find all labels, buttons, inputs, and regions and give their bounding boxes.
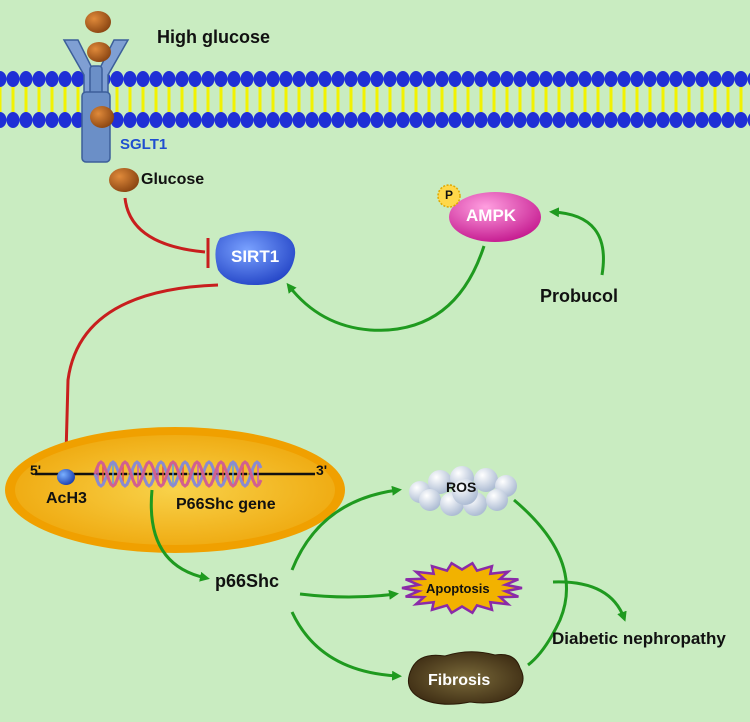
diabetic-nephropathy-label: Diabetic nephropathy (552, 629, 726, 648)
inhibit-glucose-sirt1 (123, 197, 206, 254)
high-glucose-label: High glucose (157, 27, 271, 47)
glucose-label: Glucose (141, 171, 205, 188)
arrow-gene-p66shc (149, 489, 210, 582)
inhibit-sirt1-ach3 (64, 283, 219, 456)
arrow-ampk-sirt1 (286, 245, 486, 332)
ampk-protein (449, 192, 541, 242)
p66shc-gene-label: P66Shc gene (176, 496, 276, 513)
p66shc-label: p66Shc (215, 571, 280, 591)
ach3-label: AcH3 (46, 490, 87, 507)
arrow-p66shc-ros (290, 485, 402, 571)
apoptosis-label: Apoptosis (426, 581, 490, 596)
ros-cluster (409, 466, 517, 516)
phospho-marker (437, 184, 461, 208)
arrow-p66shc-fibrosis (290, 611, 402, 681)
ach3-marker (57, 469, 75, 485)
probucol-label: Probucol (540, 286, 619, 306)
glucose-molecule-channel (87, 42, 111, 62)
ampk-label: AMPK (466, 206, 517, 225)
ros-label: ROS (446, 479, 477, 495)
glucose-molecule-mid (90, 106, 114, 128)
arrow-to-diabetic-nephropathy (513, 498, 568, 667)
three-prime-label: 3' (316, 462, 328, 478)
apoptosis-burst (401, 561, 523, 615)
arrow-branch-head (552, 580, 627, 622)
arrow-probucol-ampk (549, 207, 605, 276)
arrow-p66shc-apoptosis (299, 589, 399, 600)
glucose-molecule-top (85, 11, 111, 33)
p66shc-gene-helix (93, 460, 263, 488)
fibrosis-label: Fibrosis (428, 672, 491, 689)
sirt1-label: SIRT1 (231, 247, 280, 266)
phospho-label: P (445, 188, 454, 202)
cell-membrane (0, 71, 750, 128)
glucose-molecule-inside (109, 168, 139, 192)
sglt1-label: SGLT1 (120, 136, 168, 153)
fibrosis-blob (407, 651, 524, 705)
sirt1-protein (215, 230, 296, 286)
five-prime-label: 5' (30, 462, 42, 478)
